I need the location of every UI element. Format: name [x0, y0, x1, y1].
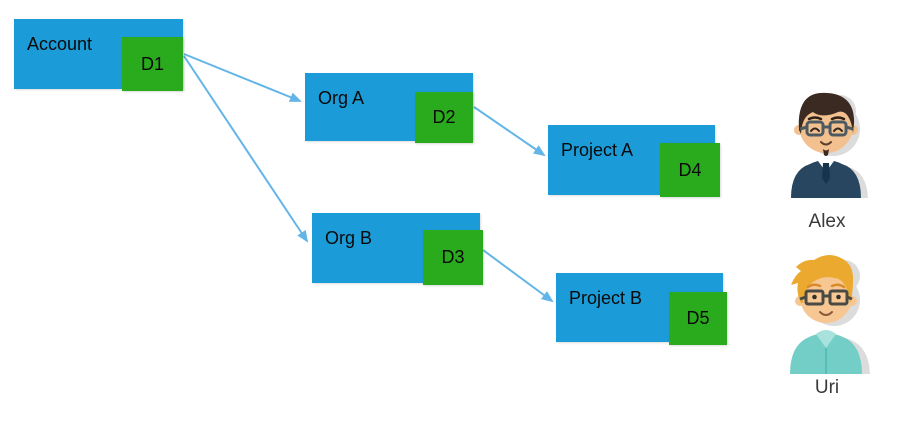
node-project-a: Project A D4: [548, 125, 720, 197]
node-org-a-label: Org A: [318, 88, 365, 108]
node-org-a: Org A D2: [305, 73, 473, 143]
badge-d3: D3: [423, 230, 483, 285]
node-account-label: Account: [27, 34, 93, 54]
node-org-b: Org B D3: [312, 213, 483, 285]
node-org-b-label: Org B: [325, 228, 373, 248]
badge-d2: D2: [415, 92, 473, 143]
node-project-b-label: Project B: [569, 288, 643, 308]
badge-d1: D1: [122, 37, 183, 91]
node-project-b: Project B D5: [556, 273, 727, 345]
alex-avatar-icon: [791, 92, 868, 198]
edge-d1-org-b: [183, 55, 309, 243]
badge-d4: D4: [660, 143, 720, 197]
uri-avatar-icon: [790, 254, 870, 374]
edge-d3-project-b: [482, 249, 554, 303]
node-project-a-label: Project A: [561, 140, 634, 160]
alex-name-label: Alex: [808, 211, 846, 232]
edge-d2-project-a: [473, 106, 546, 157]
uri-name-label: Uri: [814, 377, 840, 398]
node-account: Account D1: [14, 19, 183, 91]
edge-d1-org-a: [183, 53, 302, 102]
badge-d5: D5: [669, 292, 727, 345]
